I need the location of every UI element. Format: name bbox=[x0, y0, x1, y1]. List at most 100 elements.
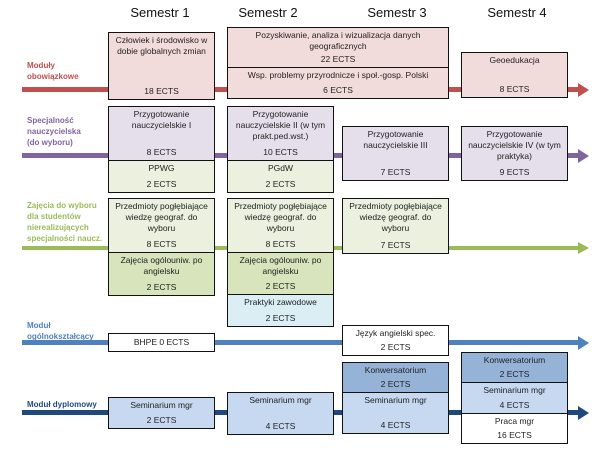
module-ects: 2 ECTS bbox=[265, 280, 296, 291]
module-ects: 4 ECTS bbox=[265, 421, 296, 431]
label-line: nauczycielska bbox=[27, 127, 81, 136]
label-line: Moduł dyplomowy bbox=[27, 400, 97, 409]
module-box-bhpe: BHPE 0 ECTS bbox=[108, 333, 215, 352]
module-ects: 10 ECTS bbox=[263, 146, 298, 157]
label-line: ogólnokształcący bbox=[27, 332, 94, 341]
module-ects: 6 ECTS bbox=[323, 85, 353, 95]
elective-arrow-icon bbox=[578, 242, 589, 254]
module-cell: Wsp. problemy przyrodnicze i społ.-gosp.… bbox=[228, 66, 448, 98]
module-box-diploma-s3: Konwersatorium 2 ECTS Seminarium mgr 4 ECTS bbox=[342, 362, 449, 434]
module-title: Przygotowanie nauczycielskie IV (w tym p… bbox=[468, 129, 561, 161]
module-ects: 8 ECTS bbox=[499, 84, 530, 94]
module-title: Seminarium mgr bbox=[130, 400, 193, 410]
module-cell: BHPE 0 ECTS bbox=[109, 334, 214, 351]
module-cell: Człowiek i środowisko w dobie globalnych… bbox=[109, 33, 214, 99]
module-ects: 4 ECTS bbox=[499, 399, 530, 410]
module-title: Seminarium mgr bbox=[364, 395, 427, 406]
module-cell: Seminarium mgr 2 ECTS bbox=[109, 398, 214, 428]
module-cell: Język angielski spec.2 ECTS bbox=[343, 326, 448, 355]
module-cell: PGdW 2 ECTS bbox=[228, 159, 333, 192]
module-title: Przedmioty pogłębiające wiedzę geograf. … bbox=[349, 201, 442, 233]
module-title: Konwersatorium bbox=[364, 365, 427, 375]
module-cell: Geoedukacja 8 ECTS bbox=[462, 53, 567, 97]
obligatory-arrow-icon bbox=[578, 83, 589, 97]
module-cell: Przygotowanie nauczycielskie I 8 ECTS bbox=[109, 107, 214, 160]
module-box-diploma-s4: Konwersatorium 2 ECTS Seminarium mgr 4 ECTS… bbox=[461, 352, 568, 444]
module-title: Przygotowanie nauczycielskie II (w tym p… bbox=[235, 109, 326, 141]
module-ects: 2 ECTS bbox=[146, 282, 177, 292]
module-title: Zajęcia ogólouniw. po angielsku bbox=[120, 255, 203, 277]
module-cell: Konwersatorium 2 ECTS bbox=[343, 363, 448, 393]
module-ects: 7 ECTS bbox=[380, 167, 411, 177]
module-ects: 8 ECTS bbox=[146, 239, 177, 250]
module-box-obligatory-s2-s3: Pozyskiwanie, analiza i wizualizacja dan… bbox=[227, 27, 449, 99]
teacher-arrow-icon bbox=[578, 149, 589, 163]
module-title: PGdW bbox=[267, 162, 294, 173]
module-cell: Pozyskiwanie, analiza i wizualizacja dan… bbox=[228, 28, 448, 67]
module-title: Geoedukacja bbox=[489, 55, 540, 65]
label-line: Zajęcia do wyboru bbox=[27, 201, 97, 210]
module-title: Zajęcia ogólouniw. po angielsku bbox=[239, 254, 322, 276]
module-ects: 2 ECTS bbox=[265, 313, 296, 324]
module-title: PPWG bbox=[148, 162, 175, 173]
module-title: Człowiek i środowisko w dobie globalnych… bbox=[115, 35, 208, 56]
module-ects: 2 ECTS bbox=[499, 369, 530, 380]
module-cell: Przedmioty pogłębiające wiedzę geograf. … bbox=[109, 199, 214, 253]
label-line: dla studentów bbox=[27, 212, 81, 221]
diploma-arrow-icon bbox=[578, 406, 589, 420]
teacher-label: Specjalność nauczycielska (do wyboru) bbox=[27, 115, 81, 148]
module-ects: 2 ECTS bbox=[265, 179, 296, 189]
module-ects: 16 ECTS bbox=[497, 429, 532, 440]
module-box-diploma-s1: Seminarium mgr 2 ECTS bbox=[108, 397, 215, 429]
general-arrow-icon bbox=[578, 336, 589, 350]
module-title: Przedmioty pogłębiające wiedzę geograf. … bbox=[115, 201, 208, 233]
module-box-elective-s3: Przedmioty pogłębiające wiedzę geograf. … bbox=[342, 198, 449, 254]
module-cell: Seminarium mgr 4 ECTS bbox=[462, 382, 567, 413]
label-line: Moduły bbox=[27, 61, 55, 70]
module-title: Przygotowanie nauczycielskie I bbox=[131, 109, 192, 130]
elective-label: Zajęcia do wyboru dla studentów nierealizu… bbox=[27, 200, 102, 244]
label-line: Specjalność bbox=[27, 116, 74, 125]
label-line: Moduł bbox=[27, 321, 51, 330]
module-ects: 2 ECTS bbox=[380, 342, 411, 352]
module-ects: 8 ECTS bbox=[146, 146, 177, 157]
module-cell: Przygotowanie nauczycielskie III 7 ECTS bbox=[343, 127, 448, 180]
module-cell: Zajęcia ogólouniw. po angielsku 2 ECTS bbox=[109, 252, 214, 295]
module-ects: 2 ECTS bbox=[380, 379, 411, 390]
module-ects: 22 ECTS bbox=[320, 53, 356, 64]
module-ects: 8 ECTS bbox=[265, 238, 296, 249]
module-cell: Konwersatorium 2 ECTS bbox=[462, 353, 567, 383]
diploma-label: Moduł dyplomowy bbox=[27, 399, 97, 410]
module-title: Seminarium mgr bbox=[483, 385, 546, 396]
module-box-elective-s2: Przedmioty pogłębiające wiedzę geograf. … bbox=[227, 198, 334, 327]
semester-2-header: Semestr 2 bbox=[238, 5, 298, 20]
general-line bbox=[22, 340, 580, 345]
label-line: (do wyboru) bbox=[27, 138, 73, 147]
module-box-geoedukacja: Geoedukacja 8 ECTS bbox=[461, 52, 568, 98]
label-line: specjalności naucz. bbox=[27, 234, 103, 243]
module-title: Przygotowanie nauczycielskie III bbox=[363, 129, 428, 150]
module-ects: 4 ECTS bbox=[380, 420, 411, 430]
module-cell: Zajęcia ogólouniw. po angielsku 2 ECTS bbox=[228, 251, 333, 294]
semester-4-header: Semestr 4 bbox=[487, 5, 547, 20]
module-cell: Seminarium mgr 4 ECTS bbox=[343, 392, 448, 433]
module-cell: Przedmioty pogłębiające wiedzę geograf. … bbox=[228, 199, 333, 252]
semester-3-header: Semestr 3 bbox=[367, 5, 427, 20]
module-box-english: Język angielski spec.2 ECTS bbox=[342, 325, 449, 356]
module-title: Pozyskiwanie, analiza i wizualizacja dan… bbox=[255, 30, 421, 51]
module-ects: 2 ECTS bbox=[146, 415, 177, 425]
module-title: Wsp. problemy przyrodnicze i społ.-gosp.… bbox=[247, 69, 429, 80]
general-label: Moduł ogólnokształcący bbox=[27, 320, 94, 342]
module-title: Konwersatorium bbox=[483, 355, 546, 365]
label-line: nierealizujących bbox=[27, 223, 89, 232]
module-cell: Przygotowanie nauczycielskie II (w tym p… bbox=[228, 107, 333, 160]
semester-1-header: Semestr 1 bbox=[130, 5, 190, 20]
module-title: Przedmioty pogłębiające wiedzę geograf. … bbox=[234, 201, 327, 233]
